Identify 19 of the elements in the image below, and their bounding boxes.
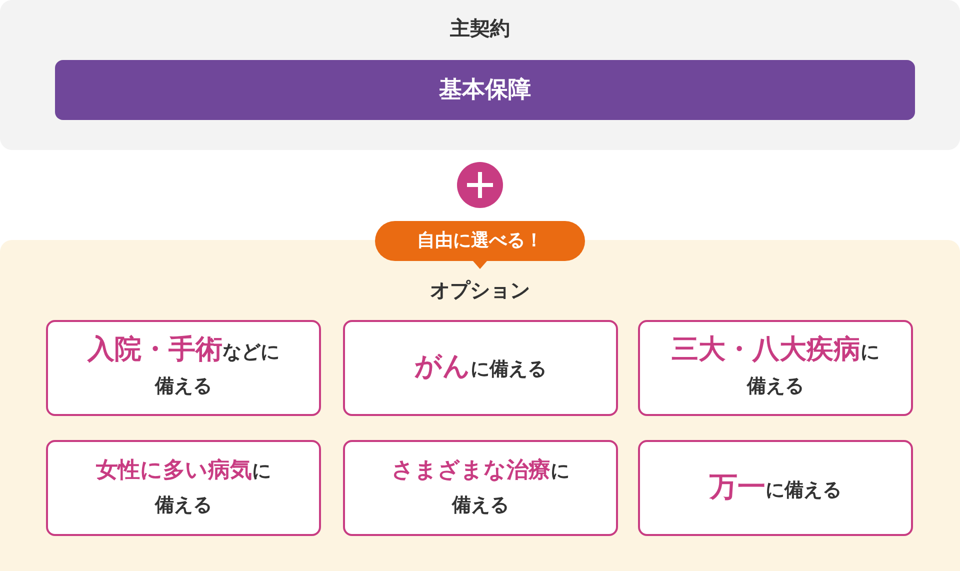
option-card [46,320,321,416]
panel-heading: 主契約 [450,15,510,42]
option-label: がんに備える [414,350,546,384]
option-label: 万一に備える [710,470,842,504]
option-card [46,440,321,536]
option-card [638,320,913,416]
option-label: 女性に多い病気に備える [95,457,272,518]
coverage-bar [55,60,915,120]
option-label: さまざまな治療に備える [390,457,570,518]
option-label: 入院・手術などに備える [86,333,280,399]
badge-text: 自由に選べる！ [417,229,543,253]
speech-bubble [375,221,585,269]
option-card [638,440,913,536]
option-card [343,440,618,536]
option-label: 三大・八大疾病に備える [670,333,880,399]
bar-label: 基本保障 [439,76,531,105]
panel-heading: オプション [430,277,530,304]
section-panel [0,0,960,150]
option-card [343,320,618,416]
